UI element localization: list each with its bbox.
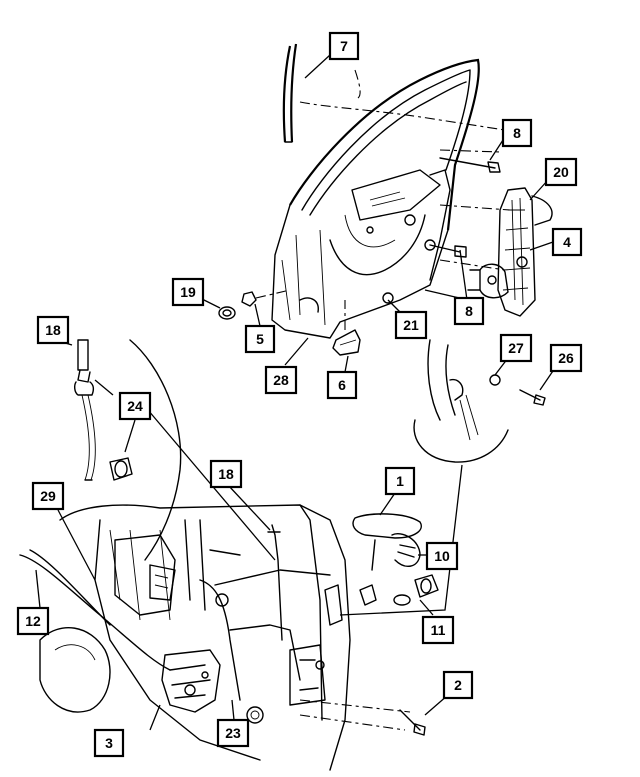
- lock-knob: [77, 339, 89, 371]
- callout-7: 7: [328, 31, 360, 61]
- callout-label: 24: [127, 398, 143, 414]
- callout-label: 19: [180, 284, 196, 300]
- regulator-panel: [497, 187, 536, 317]
- callout-27: 27: [499, 333, 533, 363]
- callout-12: 12: [16, 606, 50, 636]
- callout-label: 27: [508, 340, 524, 356]
- detail-inset-right: [413, 339, 546, 463]
- nut: [241, 291, 257, 307]
- callout-24: 24: [118, 391, 152, 421]
- door-shell: [59, 504, 351, 771]
- upper-door-assembly: [218, 43, 553, 356]
- callout-29: 29: [31, 481, 65, 511]
- callout-6: 6: [326, 370, 358, 400]
- screw: [519, 389, 541, 401]
- lock-rod: [271, 524, 283, 641]
- callout-11: 11: [421, 615, 455, 645]
- speaker-opening: [39, 626, 111, 713]
- callout-label: 18: [218, 466, 234, 482]
- callout-label: 20: [553, 164, 569, 180]
- callout-label: 21: [403, 317, 419, 333]
- callout-21: 21: [394, 310, 428, 340]
- callout-8-upper: 8: [501, 118, 533, 148]
- grommet: [218, 306, 236, 320]
- door-frame: [289, 58, 480, 231]
- outside-handle: [352, 513, 422, 539]
- callout-2: 2: [442, 670, 474, 700]
- callout-label: 2: [454, 677, 462, 693]
- door-inner-panel: [271, 204, 449, 339]
- callout-8-lower: 8: [453, 296, 485, 326]
- callout-label: 8: [465, 303, 473, 319]
- callout-19: 19: [171, 277, 205, 307]
- callout-18-upper: 18: [36, 315, 70, 345]
- callout-1: 1: [384, 466, 416, 496]
- detail-inset-left: [73, 339, 182, 561]
- callout-label: 3: [105, 735, 113, 751]
- callout-3: 3: [93, 728, 125, 758]
- door-check: [332, 329, 361, 356]
- callout-label: 8: [513, 125, 521, 141]
- callout-label: 1: [396, 473, 404, 489]
- callout-label: 4: [563, 234, 571, 250]
- callout-label: 29: [40, 488, 56, 504]
- door-lock-cylinder: [414, 574, 439, 598]
- inset-circle-right: [413, 419, 509, 463]
- door-latch: [161, 649, 221, 713]
- callout-label: 6: [338, 377, 346, 393]
- callout-label: 12: [25, 613, 41, 629]
- callout-label: 7: [340, 38, 348, 54]
- callout-label: 18: [45, 322, 61, 338]
- callout-label: 10: [434, 548, 450, 564]
- glass-outline: [299, 101, 506, 131]
- callout-10: 10: [425, 541, 459, 571]
- callout-23: 23: [216, 718, 250, 748]
- bolt-2: [399, 709, 421, 731]
- callout-label: 23: [225, 725, 241, 741]
- bolt: [439, 157, 496, 169]
- callout-label: 11: [431, 622, 446, 638]
- callout-label: 5: [256, 331, 264, 347]
- callout-4: 4: [551, 227, 583, 257]
- callout-label: 26: [558, 350, 574, 366]
- regulator-motor: [479, 263, 509, 299]
- callout-28: 28: [264, 365, 298, 395]
- glass-run-channel: [282, 43, 298, 143]
- callout-26: 26: [549, 343, 583, 373]
- callout-5: 5: [244, 324, 276, 354]
- inset-circle-left: [129, 339, 182, 561]
- lower-door-assembly: [19, 504, 439, 771]
- callout-20: 20: [544, 157, 578, 187]
- callout-label: 28: [273, 372, 289, 388]
- callout-18-lower: 18: [209, 459, 243, 489]
- lock-cylinder: [109, 457, 133, 481]
- hinge-bracket: [289, 644, 326, 706]
